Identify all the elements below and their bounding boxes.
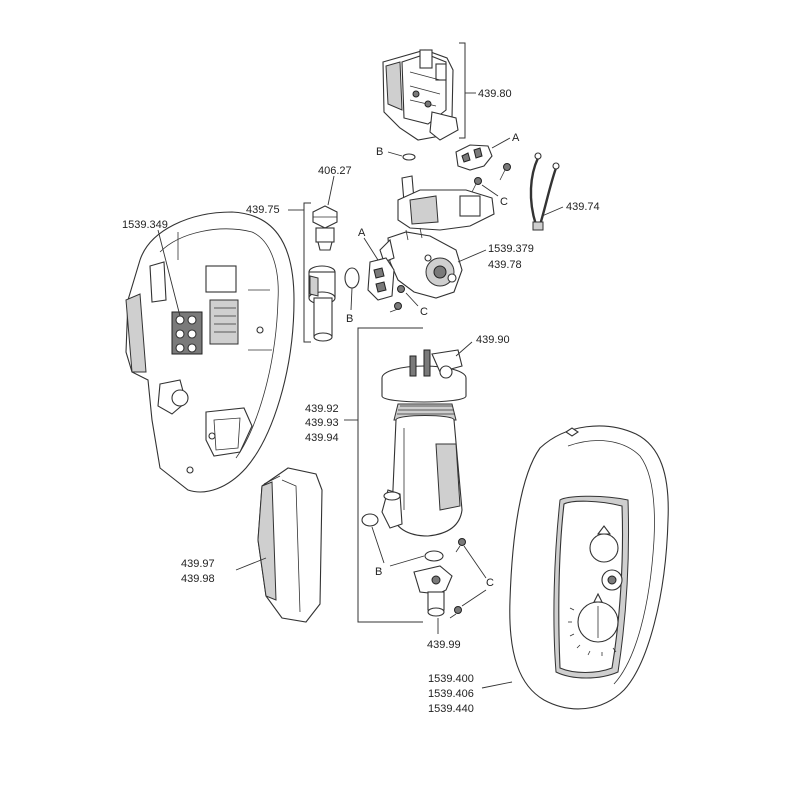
label-1539-440: 1539.440 <box>428 703 474 715</box>
label-406-27: 406.27 <box>318 165 352 177</box>
clip-a-part <box>367 257 395 301</box>
label-c-mid: C <box>420 306 428 318</box>
label-1539-349: 1539.349 <box>122 219 168 231</box>
bracket-439-75 <box>303 202 311 343</box>
screw-part <box>471 163 511 193</box>
label-439-78: 439.78 <box>488 259 522 271</box>
label-439-99: 439.99 <box>427 639 461 651</box>
label-439-90: 439.90 <box>476 334 510 346</box>
side-cover-part <box>257 467 323 623</box>
solenoid-valve-part <box>382 49 459 141</box>
o-ring-part <box>361 513 379 527</box>
label-c-low: C <box>486 577 494 589</box>
label-439-92: 439.92 <box>305 403 339 415</box>
label-439-93: 439.93 <box>305 417 339 429</box>
inlet-pipe-part <box>308 265 336 342</box>
label-a-top: A <box>512 132 520 144</box>
backplate-part <box>125 211 295 493</box>
label-1539-406: 1539.406 <box>428 688 474 700</box>
clip-a-part <box>455 144 493 171</box>
bracket-439-92 <box>357 327 423 623</box>
o-ring-part <box>402 153 416 161</box>
heater-tank-part <box>381 349 467 537</box>
label-b-low: B <box>375 566 382 578</box>
inlet-connector-part <box>312 205 338 251</box>
label-439-80: 439.80 <box>478 88 512 100</box>
valve-body-part <box>379 175 495 299</box>
wiring-harness-part <box>529 152 560 231</box>
label-1539-379: 1539.379 <box>488 243 534 255</box>
label-1539-400: 1539.400 <box>428 673 474 685</box>
label-c-top: C <box>500 196 508 208</box>
part-labels: 439.80 A B C 406.27 439.74 1539.349 439.… <box>122 88 600 715</box>
screw-part <box>449 538 466 619</box>
bracket-439-80 <box>459 42 466 139</box>
front-cover-part <box>509 425 669 710</box>
o-ring-part <box>344 267 360 289</box>
screw-part <box>389 285 405 313</box>
label-439-94: 439.94 <box>305 432 339 444</box>
label-439-98: 439.98 <box>181 573 215 585</box>
label-439-74: 439.74 <box>566 201 600 213</box>
label-439-75: 439.75 <box>246 204 280 216</box>
label-439-97: 439.97 <box>181 558 215 570</box>
label-b-top: B <box>376 146 383 158</box>
label-a-mid: A <box>358 227 366 239</box>
outlet-elbow-part <box>413 565 453 617</box>
o-ring-part <box>424 550 444 562</box>
label-b-mid: B <box>346 313 353 325</box>
